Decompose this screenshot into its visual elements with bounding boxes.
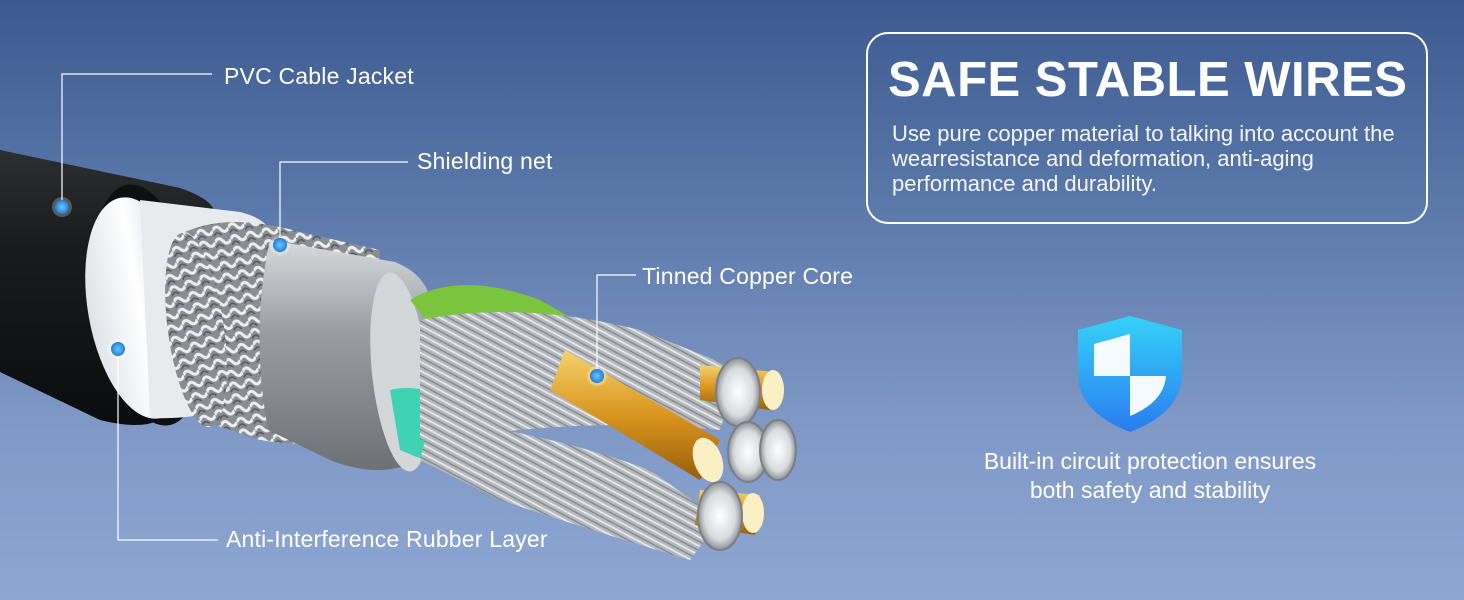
label-pvc-cable-jacket: PVC Cable Jacket: [224, 63, 414, 89]
copper-core-1: [550, 350, 720, 480]
strand-end-4: [697, 481, 743, 551]
protection-caption: Built-in circuit protection ensures both…: [920, 447, 1380, 505]
strand-bundle-2: [420, 420, 720, 560]
label-tinned-copper-core: Tinned Copper Core: [642, 263, 854, 289]
label-shielding-net: Shielding net: [417, 148, 553, 174]
strand-end-1: [715, 357, 761, 427]
strand-end-3: [759, 419, 797, 481]
protection-line-1: Built-in circuit protection ensures: [983, 448, 1317, 474]
info-description: Use pure copper material to talking into…: [892, 121, 1395, 196]
shield-icon: [1074, 312, 1186, 436]
callout-line-shield: [279, 161, 408, 245]
protection-line-2: both safety and stability: [1029, 477, 1271, 503]
feature-info-box: SAFE STABLE WIRES Use pure copper materi…: [866, 32, 1428, 224]
label-anti-interference-rubber-layer: Anti-Interference Rubber Layer: [226, 526, 548, 552]
callout-line-jacket: [61, 73, 212, 207]
info-title: SAFE STABLE WIRES: [888, 53, 1408, 107]
callout-line-core: [596, 274, 636, 376]
callout-line-rubber: [117, 350, 218, 541]
